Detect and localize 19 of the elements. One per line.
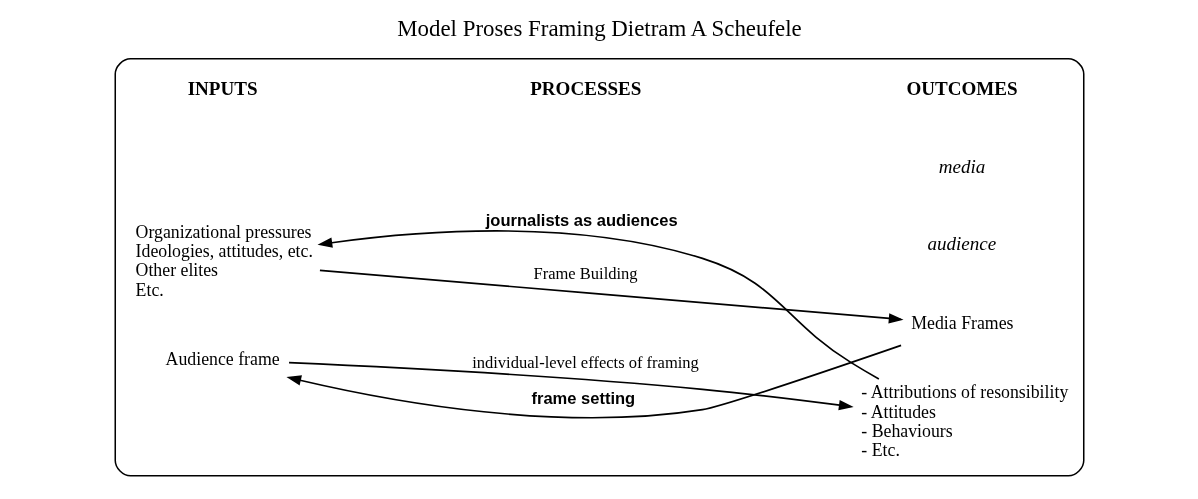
label: media <box>938 155 985 177</box>
node-text: Organizational pressures Ideologies, attitudes, etc. Other elites Etc. <box>135 222 313 300</box>
label: audience <box>926 233 996 255</box>
arrow <box>317 230 880 380</box>
label: INPUTS <box>187 78 258 100</box>
edge-label: frame setting <box>531 388 635 408</box>
arrow <box>285 344 902 419</box>
diagram-title: Model Proses Framing Dietram A Scheufele <box>396 16 802 42</box>
edge-label: individual-level effects of framing <box>471 353 699 373</box>
arrow <box>318 269 904 324</box>
label: PROCESSES <box>529 78 641 100</box>
cluster <box>114 58 1084 477</box>
node-text: - Attributions of resonsibility - Attitudes - Behaviours - Etc. <box>860 382 1068 460</box>
node-text: Media Frames <box>910 313 1013 334</box>
edge-label: Frame Building <box>532 264 638 284</box>
label: OUTCOMES <box>905 78 1018 100</box>
node-text: Audience frame <box>165 348 280 369</box>
arrow <box>287 361 854 411</box>
edge-label: journalists as audiences <box>485 210 678 230</box>
